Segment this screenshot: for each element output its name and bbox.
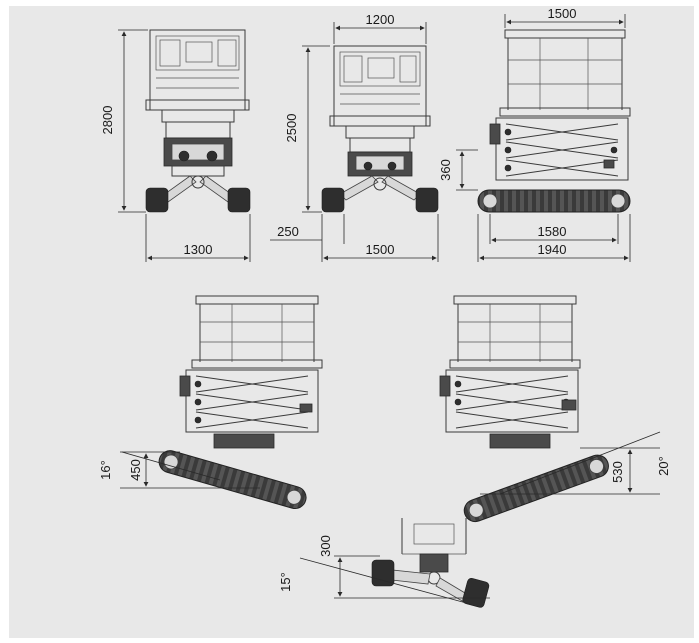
right-tilt-view — [439, 295, 609, 523]
technical-drawing: 2800 1300 1200 2500 250 — [98, 6, 671, 608]
dim-side-track-length: 1580 — [538, 224, 567, 239]
dim-side-top-width: 1500 — [548, 6, 577, 21]
dim-left-tilt-height: 450 — [128, 459, 143, 481]
dim-front-width: 1300 — [184, 242, 213, 257]
dim-left-tilt-angle: 16° — [98, 460, 113, 480]
drawing-sheet: 2800 1300 1200 2500 250 — [9, 6, 694, 638]
dim-bottom-tilt-height: 300 — [318, 535, 333, 557]
left-tilt-view — [158, 295, 323, 510]
dim-mid-offset: 250 — [277, 224, 299, 239]
dim-side-overall-length: 1940 — [538, 242, 567, 257]
dim-bottom-tilt-angle: 15° — [278, 572, 293, 592]
dim-side-clearance: 360 — [438, 159, 453, 181]
side-view — [477, 29, 631, 213]
bottom-tilt-view — [371, 518, 490, 608]
bottom-tilt-dimensions — [299, 555, 490, 605]
front-view-middle-dimensions — [270, 22, 439, 262]
front-view-left-dimensions — [118, 29, 251, 262]
dim-mid-height: 2500 — [284, 114, 299, 143]
side-view-dimensions — [456, 14, 631, 262]
dim-mid-top-width: 1200 — [366, 12, 395, 27]
front-view-middle — [321, 45, 439, 213]
dim-right-tilt-angle: 20° — [656, 456, 671, 476]
right-tilt-dimensions — [480, 431, 661, 495]
front-view-left — [145, 29, 251, 213]
dim-mid-track-width: 1500 — [366, 242, 395, 257]
dim-right-tilt-height: 530 — [610, 461, 625, 483]
dim-front-height: 2800 — [100, 106, 115, 135]
left-tilt-dimensions — [120, 451, 260, 489]
